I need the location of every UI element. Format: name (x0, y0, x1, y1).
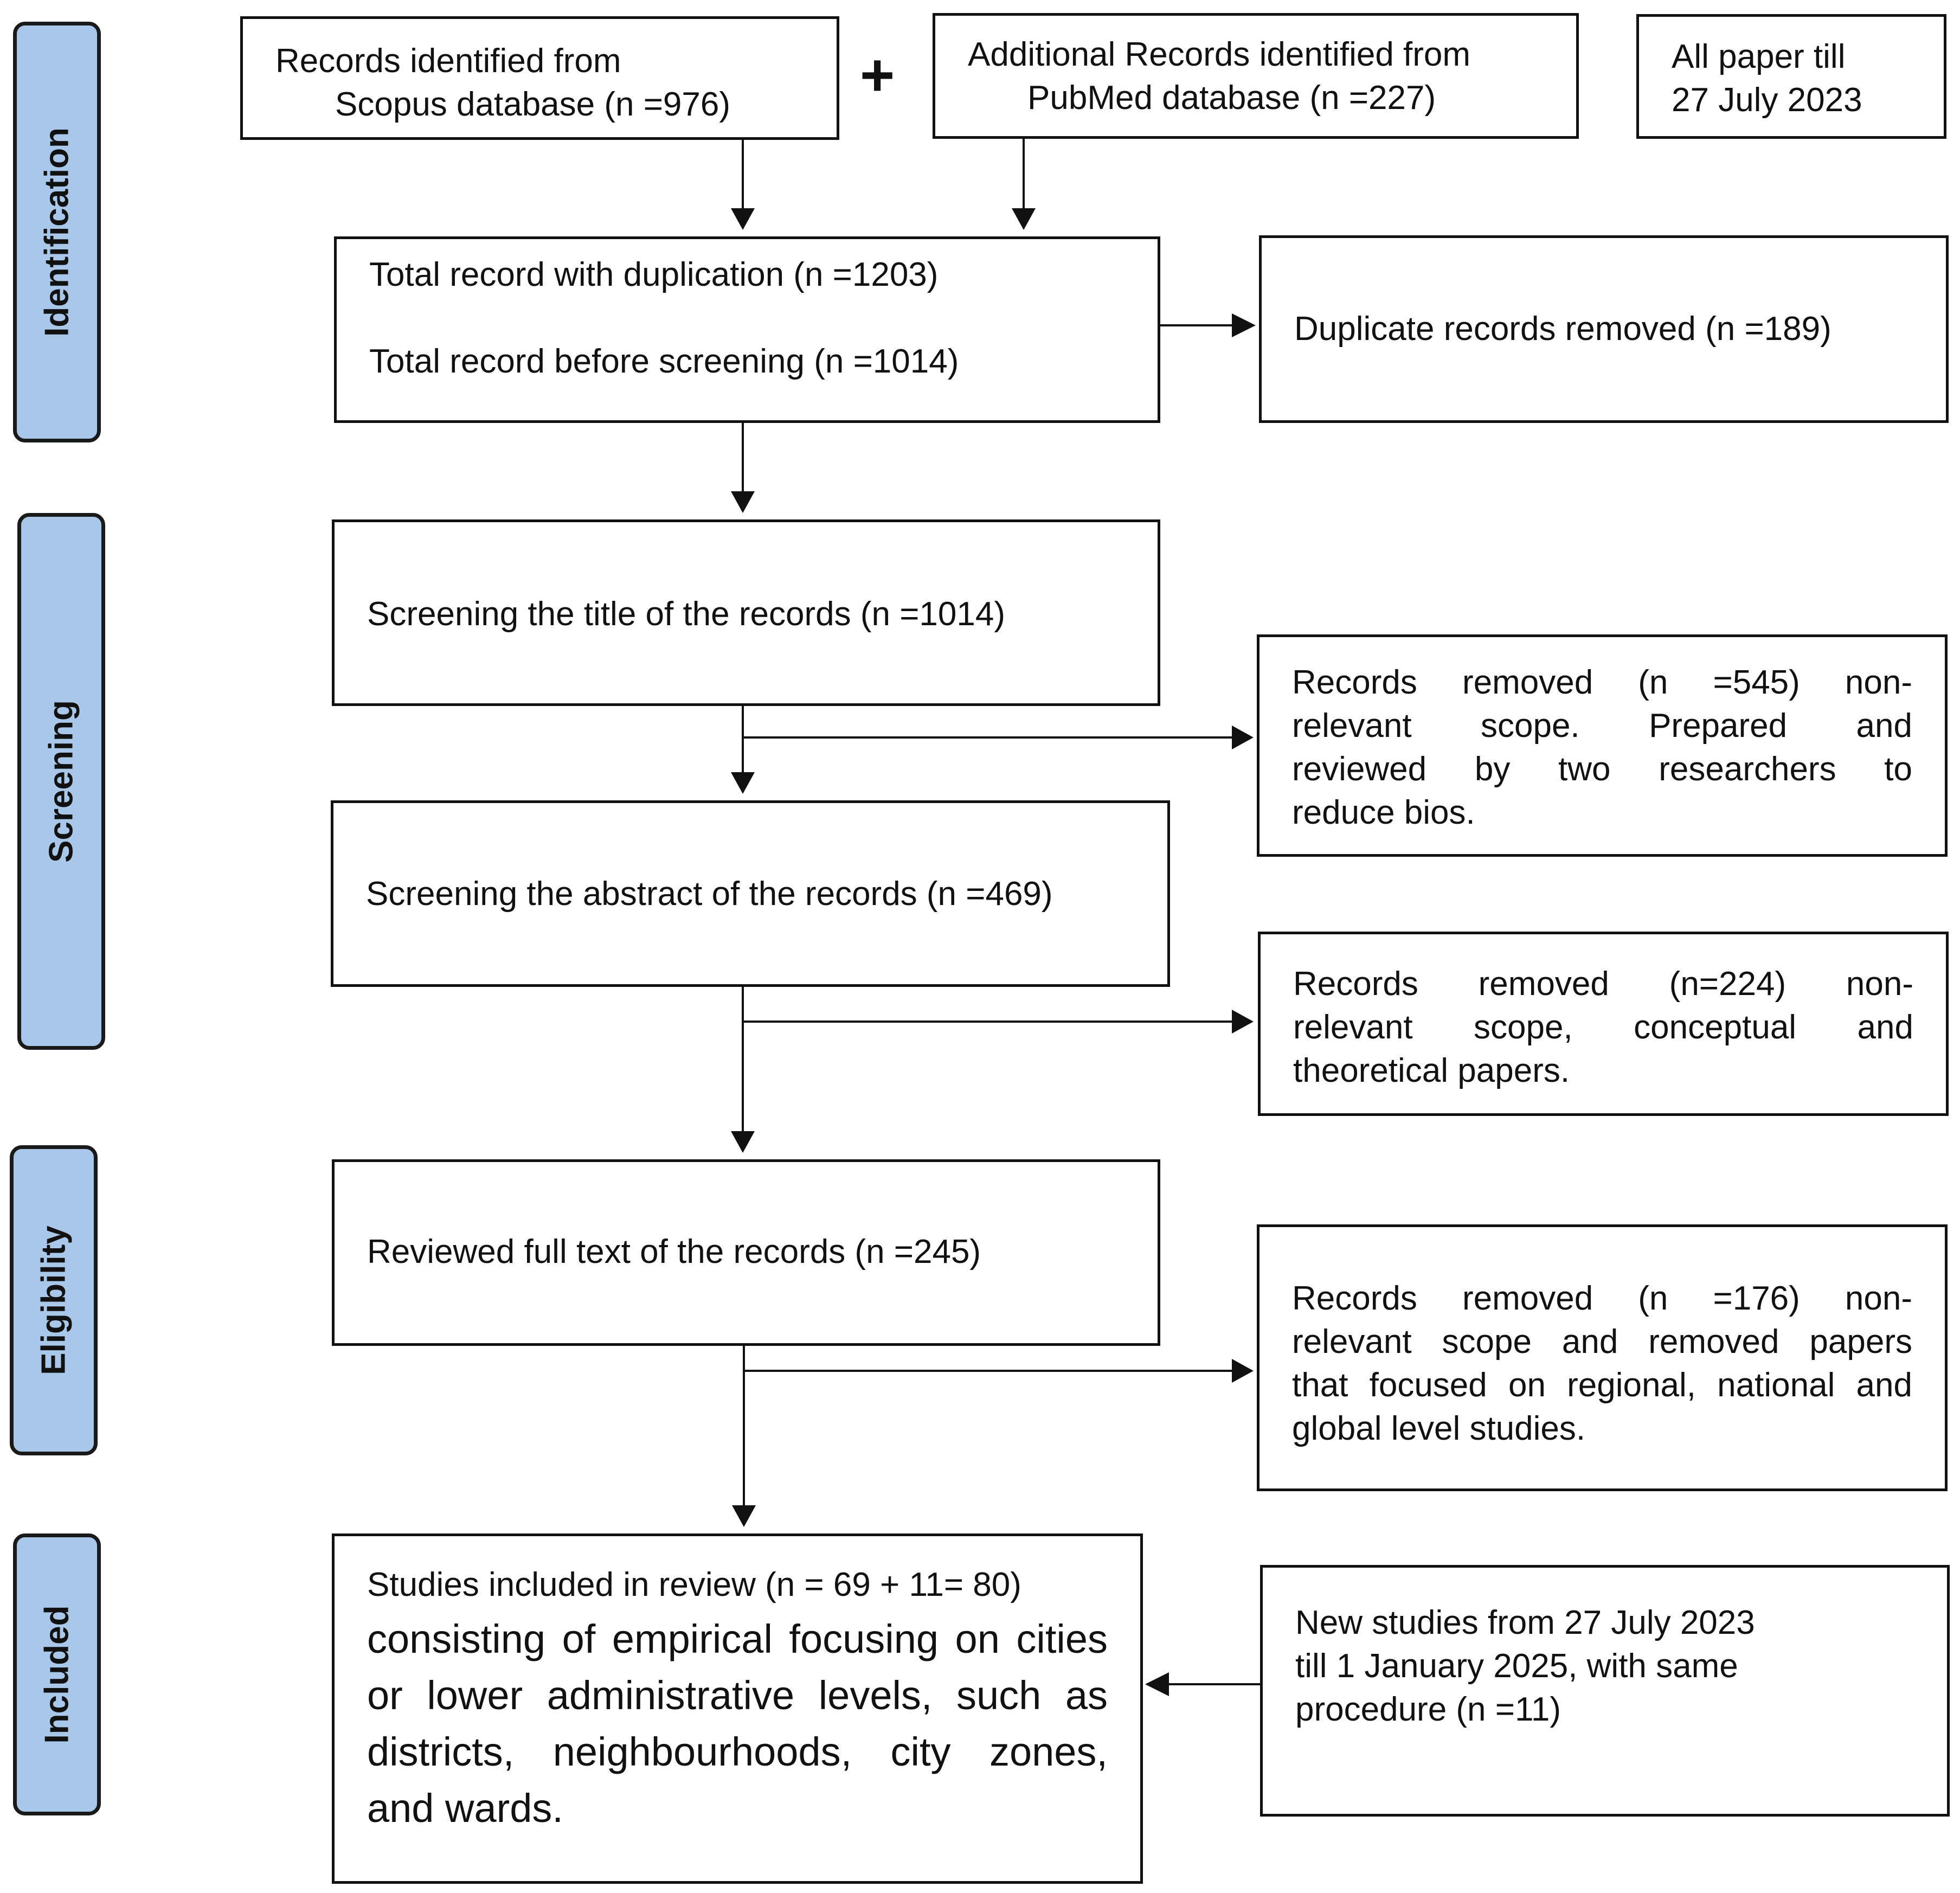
removed-224-line-2: relevant scope, conceptual and (1293, 1009, 1913, 1046)
title-screening-text: Screening the title of the records (n =1… (367, 595, 1005, 633)
removed-545-line-4: reduce bios. (1292, 794, 1475, 831)
removed-176-line-3: that focused on regional, national and (1292, 1366, 1912, 1404)
duplicates-text: Duplicate records removed (n =189) (1294, 310, 1832, 348)
plus-sign: + (860, 42, 895, 108)
arrowhead-scopus (731, 208, 755, 230)
arrowhead-new-studies (1145, 1672, 1169, 1696)
scopus-line-2: Scopus database (n =976) (335, 86, 731, 123)
removed-545-box: Records removed (n =545) non- relevant s… (1257, 634, 1948, 857)
stage-identification: Identification (13, 22, 101, 442)
stage-eligibility: Eligibility (10, 1145, 98, 1455)
removed-545-line-1: Records removed (n =545) non- (1292, 664, 1912, 701)
arrowhead-abstract (731, 772, 755, 794)
removed-176-line-2: relevant scope and removed papers (1292, 1323, 1912, 1361)
stage-screening: Screening (17, 513, 105, 1050)
abstract-screening-box: Screening the abstract of the records (n… (331, 800, 1170, 987)
date-note-line-2: 27 July 2023 (1672, 81, 1862, 119)
arrowhead-duplicates (1232, 313, 1256, 337)
removed-224-box: Records removed (n=224) non- relevant sc… (1258, 932, 1949, 1116)
new-studies-line-1: New studies from 27 July 2023 (1295, 1604, 1755, 1641)
duplicates-removed-box: Duplicate records removed (n =189) (1259, 235, 1949, 423)
fulltext-text: Reviewed full text of the records (n =24… (367, 1233, 981, 1270)
scopus-records-box: Records identified from Scopus database … (240, 16, 839, 140)
scopus-line-1: Records identified from (275, 42, 621, 80)
removed-545-line-3: reviewed by two researchers to (1292, 750, 1912, 788)
included-line-4: districts, neighbourhoods, city zones, (367, 1729, 1108, 1774)
new-studies-line-2: till 1 January 2025, with same (1295, 1647, 1738, 1685)
pubmed-line-2: PubMed database (n =227) (1027, 79, 1436, 117)
total-line-1: Total record with duplication (n =1203) (369, 256, 939, 293)
included-studies-box: Studies included in review (n = 69 + 11=… (332, 1533, 1143, 1884)
date-note-line-1: All paper till (1672, 38, 1846, 75)
abstract-screening-text: Screening the abstract of the records (n… (366, 875, 1053, 913)
arrowhead-removed-176 (1232, 1359, 1254, 1383)
total-line-2: Total record before screening (n =1014) (369, 343, 959, 380)
arrowhead-pubmed (1012, 208, 1036, 230)
removed-224-line-1: Records removed (n=224) non- (1293, 965, 1913, 1003)
arrowhead-included (732, 1505, 756, 1527)
total-records-box: Total record with duplication (n =1203) … (334, 236, 1160, 423)
new-studies-box: New studies from 27 July 2023 till 1 Jan… (1260, 1565, 1950, 1817)
included-line-3: or lower administrative levels, such as (367, 1673, 1108, 1718)
removed-224-line-3: theoretical papers. (1293, 1052, 1570, 1089)
arrowhead-title (731, 491, 755, 513)
title-screening-box: Screening the title of the records (n =1… (332, 519, 1160, 706)
removed-545-line-2: relevant scope. Prepared and (1292, 707, 1912, 745)
included-line-2: consisting of empirical focusing on citi… (367, 1616, 1108, 1661)
fulltext-review-box: Reviewed full text of the records (n =24… (332, 1159, 1160, 1346)
pubmed-line-1: Additional Records identified from (968, 36, 1471, 73)
removed-176-line-4: global level studies. (1292, 1410, 1586, 1447)
arrowhead-removed-224 (1232, 1010, 1254, 1034)
included-line-1: Studies included in review (n = 69 + 11=… (367, 1566, 1021, 1603)
stage-included: Included (13, 1533, 101, 1815)
removed-176-line-1: Records removed (n =176) non- (1292, 1280, 1912, 1317)
date-note-box: All paper till 27 July 2023 (1636, 14, 1946, 139)
arrowhead-fulltext (731, 1131, 755, 1153)
pubmed-records-box: Additional Records identified from PubMe… (933, 13, 1579, 139)
new-studies-line-3: procedure (n =11) (1295, 1691, 1561, 1728)
removed-176-box: Records removed (n =176) non- relevant s… (1257, 1224, 1948, 1491)
included-line-5: and wards. (367, 1786, 563, 1831)
arrowhead-removed-545 (1232, 726, 1254, 749)
